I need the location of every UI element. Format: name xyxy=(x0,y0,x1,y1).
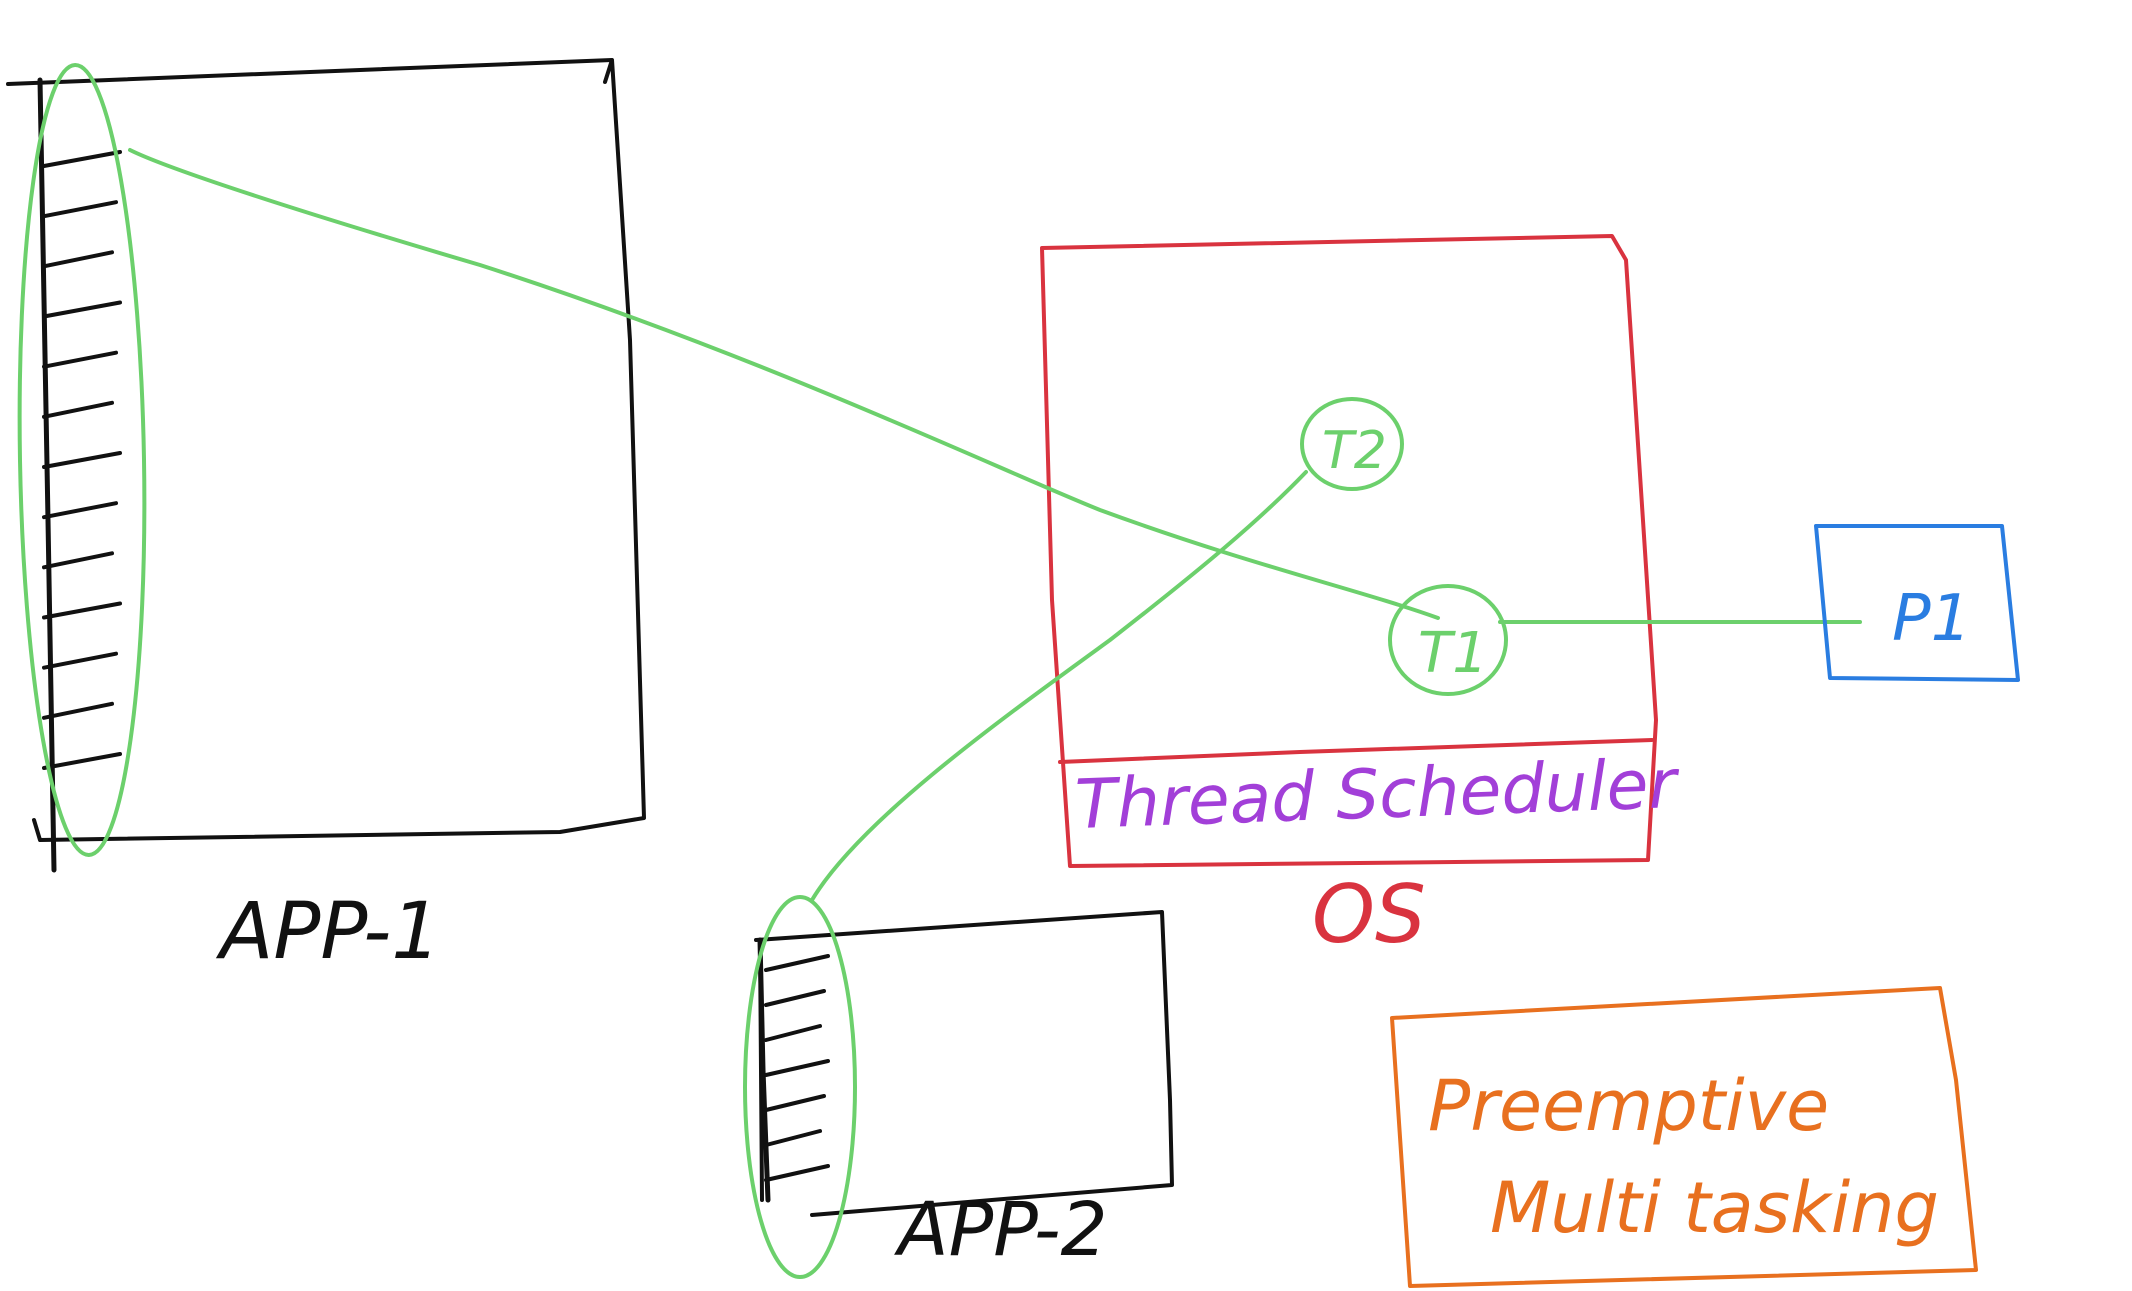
app1-thread-tick-6 xyxy=(42,400,114,419)
app2-thread-tick-5 xyxy=(764,1094,826,1112)
scheduler-divider xyxy=(1058,738,1654,764)
scheduler-label: Thread Scheduler xyxy=(1074,745,1682,845)
app1-thread-tick-12 xyxy=(42,701,114,720)
note-line2: Multi tasking xyxy=(1490,1167,1939,1249)
app2-thread-ticks xyxy=(764,954,830,1182)
app2-thread-tick-6 xyxy=(764,1129,822,1147)
note-group: Preemptive Multi tasking xyxy=(1390,986,1978,1288)
note-box xyxy=(1390,986,1978,1288)
link-app2-to-t2 xyxy=(810,470,1308,902)
app1-thread-tick-1 xyxy=(42,150,122,168)
app2-left-edge xyxy=(757,937,771,1203)
app1-thread-tick-5 xyxy=(42,350,118,369)
link-app1-to-t1 xyxy=(128,148,1440,620)
app1-thread-tick-8 xyxy=(42,501,118,520)
thread-t2-node xyxy=(1300,397,1404,491)
app1-thread-tick-4 xyxy=(42,300,122,319)
app1-thread-tick-7 xyxy=(42,451,122,469)
thread-links xyxy=(128,148,1862,902)
thread-t1-label: T1 xyxy=(1418,621,1488,686)
app1-box xyxy=(6,58,646,842)
app1-thread-highlight xyxy=(17,63,147,857)
app2-thread-tick-2 xyxy=(764,989,826,1007)
processor-group: P1 xyxy=(1814,524,2020,682)
app1-label: APP-1 xyxy=(215,887,441,977)
processor-box xyxy=(1814,524,2020,682)
app1-thread-tick-9 xyxy=(42,551,114,570)
app1-thread-tick-11 xyxy=(42,651,118,670)
app1-left-edge xyxy=(37,77,57,873)
thread-t2-label: T2 xyxy=(1322,421,1387,481)
note-line1: Preemptive xyxy=(1428,1065,1829,1147)
os-box xyxy=(1040,234,1658,868)
processor-label: P1 xyxy=(1892,582,1971,656)
app2-group: APP-2 xyxy=(743,895,1174,1279)
thread-t1-node xyxy=(1388,584,1508,696)
app2-thread-tick-1 xyxy=(764,954,830,972)
app2-thread-tick-7 xyxy=(764,1164,830,1182)
app1-thread-tick-3 xyxy=(42,250,114,269)
app2-label: APP-2 xyxy=(894,1187,1108,1273)
app1-thread-tick-13 xyxy=(42,752,122,770)
app1-thread-tick-10 xyxy=(42,601,122,620)
os-group: Thread Scheduler OS T2 T1 xyxy=(1040,234,1682,961)
app1-group: APP-1 xyxy=(6,58,646,977)
app1-thread-tick-2 xyxy=(42,200,118,219)
app1-thread-ticks xyxy=(42,150,122,770)
app2-thread-tick-3 xyxy=(764,1024,822,1042)
app2-thread-highlight xyxy=(743,895,857,1279)
app2-thread-tick-4 xyxy=(764,1059,830,1077)
os-label: OS xyxy=(1312,868,1426,961)
